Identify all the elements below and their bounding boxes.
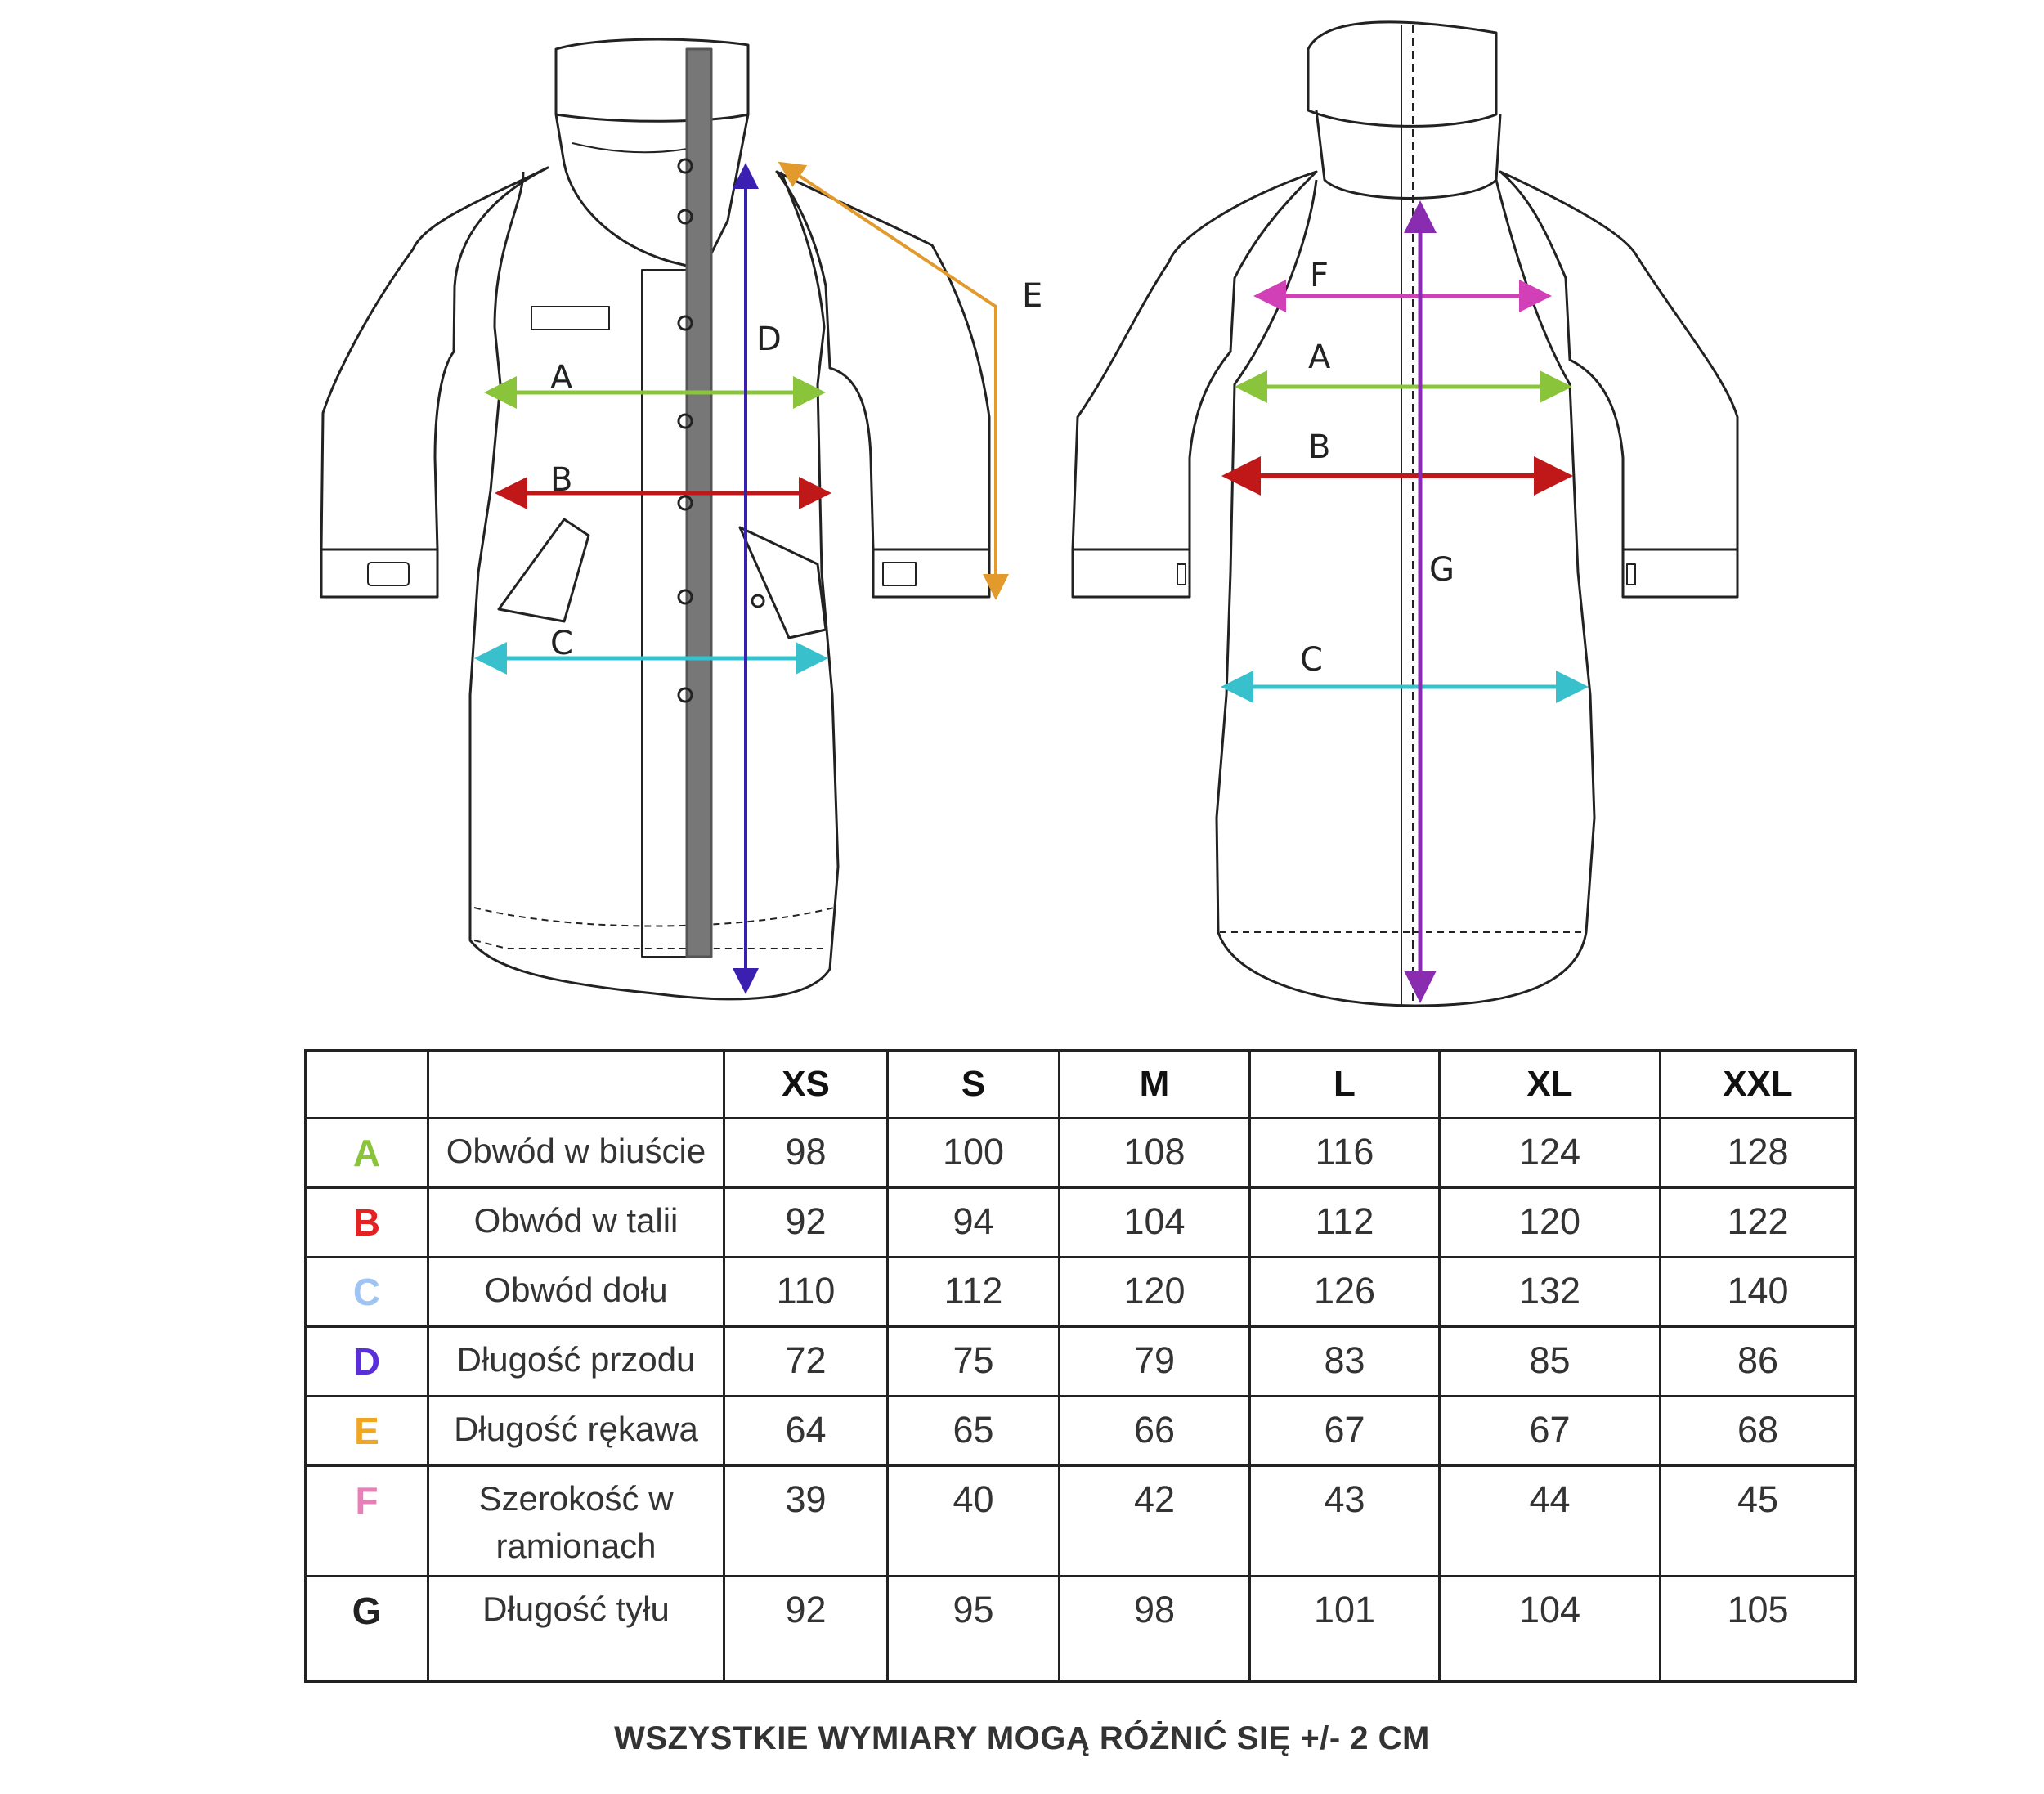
row-measure-name: Szerokość w ramionach <box>427 1464 725 1577</box>
table-cell: 116 <box>1248 1117 1441 1189</box>
table-row-b: B Obwód w talii 92 94 104 112 120 122 <box>304 1186 1857 1258</box>
row-measure-name: Obwód dołu <box>427 1256 725 1328</box>
label-g-back: G <box>1429 551 1455 589</box>
table-cell: 92 <box>723 1575 889 1683</box>
table-cell: 110 <box>723 1256 889 1328</box>
row-measure-name: Długość przodu <box>427 1325 725 1397</box>
table-cell: 66 <box>1058 1395 1251 1467</box>
table-cell: 100 <box>886 1117 1060 1189</box>
row-letter: C <box>304 1256 429 1328</box>
table-cell: 98 <box>1058 1575 1251 1683</box>
table-cell: 83 <box>1248 1325 1441 1397</box>
row-letter: B <box>304 1186 429 1258</box>
table-cell: 67 <box>1438 1395 1661 1467</box>
coat-back-view <box>1071 20 1739 1007</box>
table-cell: 126 <box>1248 1256 1441 1328</box>
header-size-m: M <box>1058 1049 1251 1119</box>
table-row-d: D Długość przodu 72 75 79 83 85 86 <box>304 1325 1857 1397</box>
table-row-g: G Długość tyłu 92 95 98 101 104 105 <box>304 1575 1857 1683</box>
table-cell: 112 <box>886 1256 1060 1328</box>
table-cell: 75 <box>886 1325 1060 1397</box>
table-cell: 120 <box>1438 1186 1661 1258</box>
table-cell: 122 <box>1659 1186 1857 1258</box>
table-row-f: F Szerokość w ramionach 39 40 42 43 44 4… <box>304 1464 1857 1577</box>
header-size-xl: XL <box>1438 1049 1661 1119</box>
header-size-xs: XS <box>723 1049 889 1119</box>
label-a-front: A <box>550 359 573 397</box>
table-cell: 98 <box>723 1117 889 1189</box>
table-cell: 94 <box>886 1186 1060 1258</box>
table-cell: 85 <box>1438 1325 1661 1397</box>
table-cell: 101 <box>1248 1575 1441 1683</box>
label-a-back: A <box>1308 339 1331 376</box>
label-f-back: F <box>1310 257 1329 294</box>
table-row-a: A Obwód w biuście 98 100 108 116 124 128 <box>304 1117 1857 1189</box>
table-cell: 42 <box>1058 1464 1251 1577</box>
table-cell: 43 <box>1248 1464 1441 1577</box>
table-cell: 72 <box>723 1325 889 1397</box>
row-measure-name: Długość rękawa <box>427 1395 725 1467</box>
table-cell: 104 <box>1438 1575 1661 1683</box>
label-b-back: B <box>1308 428 1330 466</box>
coat-front-view <box>320 38 991 1001</box>
table-cell: 45 <box>1659 1464 1857 1577</box>
row-letter: A <box>304 1117 429 1189</box>
measure-line-e-sleeve <box>778 161 1009 600</box>
table-cell: 79 <box>1058 1325 1251 1397</box>
table-cell: 95 <box>886 1575 1060 1683</box>
table-cell: 86 <box>1659 1325 1857 1397</box>
table-cell: 68 <box>1659 1395 1857 1467</box>
table-cell: 140 <box>1659 1256 1857 1328</box>
label-e-sleeve: E <box>1022 277 1042 315</box>
coat-measurement-diagram: A B C D E F A B G C <box>320 20 1739 1007</box>
header-letter <box>304 1049 429 1119</box>
tolerance-note: WSZYSTKIE WYMIARY MOGĄ RÓŻNIĆ SIĘ +/- 2 … <box>614 1720 1430 1756</box>
label-c-back: C <box>1300 641 1323 679</box>
label-c-front: C <box>550 625 573 662</box>
header-size-xxl: XXL <box>1659 1049 1857 1119</box>
table-cell: 112 <box>1248 1186 1441 1258</box>
row-letter: G <box>304 1575 429 1683</box>
header-size-l: L <box>1248 1049 1441 1119</box>
table-cell: 128 <box>1659 1117 1857 1189</box>
header-measure <box>427 1049 725 1119</box>
size-table: XS S M L XL XXL A Obwód w biuście 98 100… <box>304 1049 1857 1683</box>
table-row-c: C Obwód dołu 110 112 120 126 132 140 <box>304 1256 1857 1328</box>
row-measure-name: Długość tyłu <box>427 1575 725 1683</box>
table-cell: 132 <box>1438 1256 1661 1328</box>
table-cell: 65 <box>886 1395 1060 1467</box>
table-row-e: E Długość rękawa 64 65 66 67 67 68 <box>304 1395 1857 1467</box>
row-measure-name: Obwód w talii <box>427 1186 725 1258</box>
table-cell: 120 <box>1058 1256 1251 1328</box>
table-cell: 104 <box>1058 1186 1251 1258</box>
table-cell: 44 <box>1438 1464 1661 1577</box>
table-cell: 40 <box>886 1464 1060 1577</box>
table-cell: 92 <box>723 1186 889 1258</box>
row-letter: F <box>304 1464 429 1577</box>
table-cell: 124 <box>1438 1117 1661 1189</box>
label-b-front: B <box>550 461 572 499</box>
table-cell: 64 <box>723 1395 889 1467</box>
table-cell: 108 <box>1058 1117 1251 1189</box>
row-measure-name: Obwód w biuście <box>427 1117 725 1189</box>
table-header-row: XS S M L XL XXL <box>304 1049 1857 1119</box>
row-letter: D <box>304 1325 429 1397</box>
header-size-s: S <box>886 1049 1060 1119</box>
label-d-front: D <box>756 321 782 358</box>
table-cell: 105 <box>1659 1575 1857 1683</box>
table-cell: 39 <box>723 1464 889 1577</box>
row-letter: E <box>304 1395 429 1467</box>
table-cell: 67 <box>1248 1395 1441 1467</box>
